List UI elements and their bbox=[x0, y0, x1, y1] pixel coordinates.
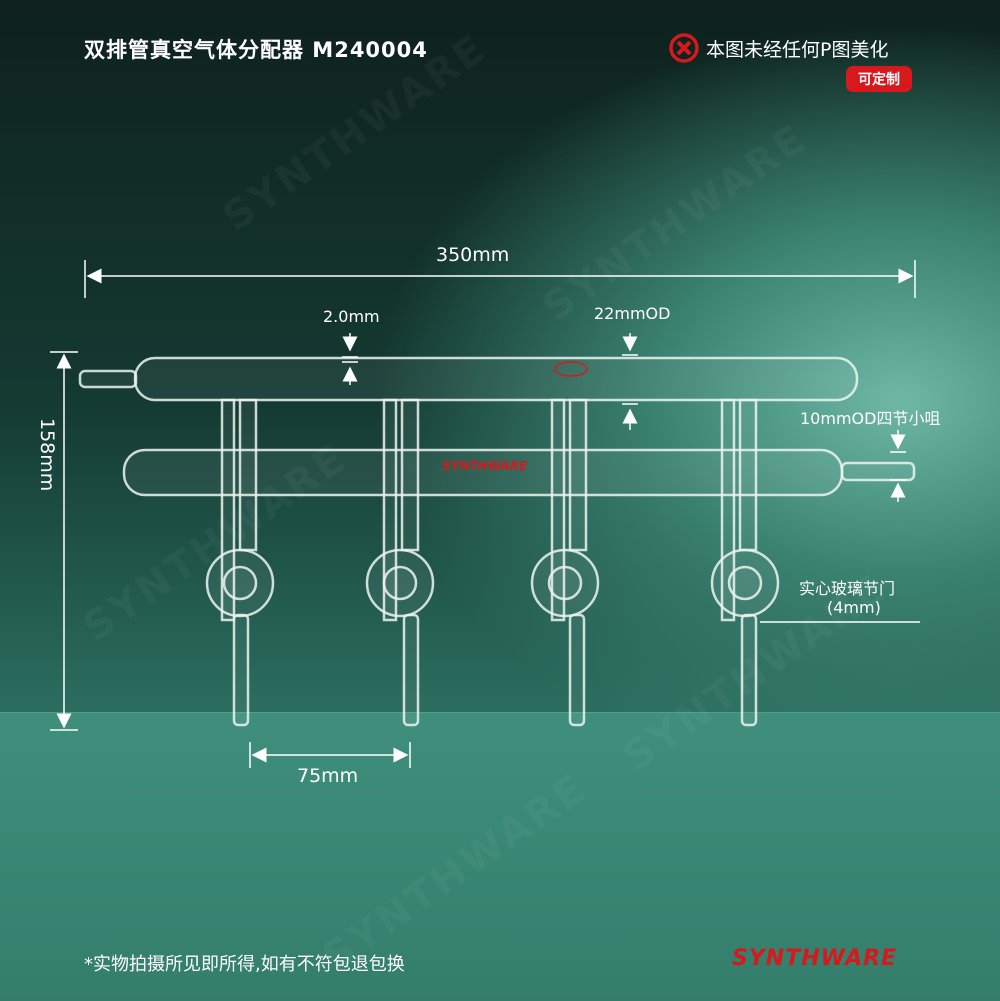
wall-thickness-label: 2.0mm bbox=[323, 307, 380, 326]
floor-surface bbox=[0, 712, 1000, 1001]
spacing-label: 75mm bbox=[297, 765, 359, 787]
mark-stamp-icon bbox=[554, 361, 588, 377]
outlet-1 bbox=[205, 398, 275, 727]
page-title: 双排管真空气体分配器 M240004 bbox=[84, 38, 428, 62]
valve-label: 实心玻璃节门 bbox=[799, 579, 896, 598]
outlet-3 bbox=[530, 398, 600, 727]
upper-hose-barb bbox=[78, 369, 138, 389]
notice: 本图未经任何P图美化 bbox=[668, 32, 888, 64]
hose-label: 10mmOD四节小咀 bbox=[800, 409, 941, 428]
length-label: 350mm bbox=[436, 244, 510, 266]
valve-size-label: (4mm) bbox=[827, 598, 881, 617]
product-mark: SYNTHWARE bbox=[442, 459, 528, 473]
notice-text: 本图未经任何P图美化 bbox=[706, 38, 889, 61]
outlet-2 bbox=[365, 398, 435, 727]
footer-note: *实物拍摄所见即所得,如有不符包退包换 bbox=[84, 954, 405, 975]
height-label: 158mm bbox=[36, 418, 58, 492]
brand-logo: SYNTHWARE bbox=[732, 946, 898, 971]
outlet-4 bbox=[710, 398, 780, 727]
upper-manifold-tube bbox=[133, 356, 859, 402]
x-circle-icon bbox=[669, 33, 699, 63]
customizable-badge: 可定制 bbox=[846, 66, 912, 92]
lower-hose-barb bbox=[840, 461, 916, 482]
tube-od-label: 22mmOD bbox=[594, 304, 671, 323]
